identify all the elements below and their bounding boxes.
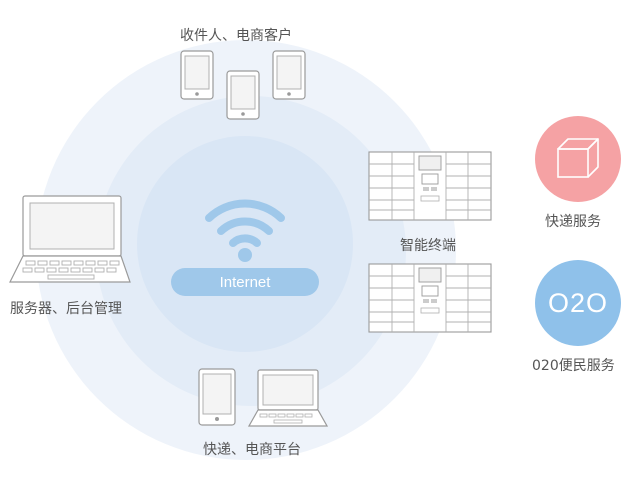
tablet-icon bbox=[180, 50, 214, 100]
express-badge bbox=[535, 116, 621, 202]
tablet-icon bbox=[272, 50, 306, 100]
inner-ring bbox=[137, 136, 353, 352]
customers-label: 收件人、电商客户 bbox=[180, 28, 292, 44]
express-label: 快递服务 bbox=[545, 214, 601, 230]
wifi-icon bbox=[205, 199, 285, 262]
terminal-label: 智能终端 bbox=[400, 238, 456, 254]
laptop-icon bbox=[248, 369, 328, 427]
o2o-service-label: 020便民服务 bbox=[532, 358, 615, 374]
locker-cabinet-icon bbox=[368, 263, 492, 333]
laptop-icon bbox=[9, 195, 131, 283]
o2o-badge: O2O bbox=[535, 260, 621, 346]
tablet-icon bbox=[226, 70, 260, 120]
package-box-icon bbox=[557, 138, 599, 178]
server-label: 服务器、后台管理 bbox=[10, 301, 122, 317]
internet-pill: Internet bbox=[171, 268, 319, 296]
locker-cabinet-icon bbox=[368, 151, 492, 221]
platform-label: 快递、电商平台 bbox=[203, 442, 301, 458]
tablet-icon bbox=[198, 368, 236, 426]
